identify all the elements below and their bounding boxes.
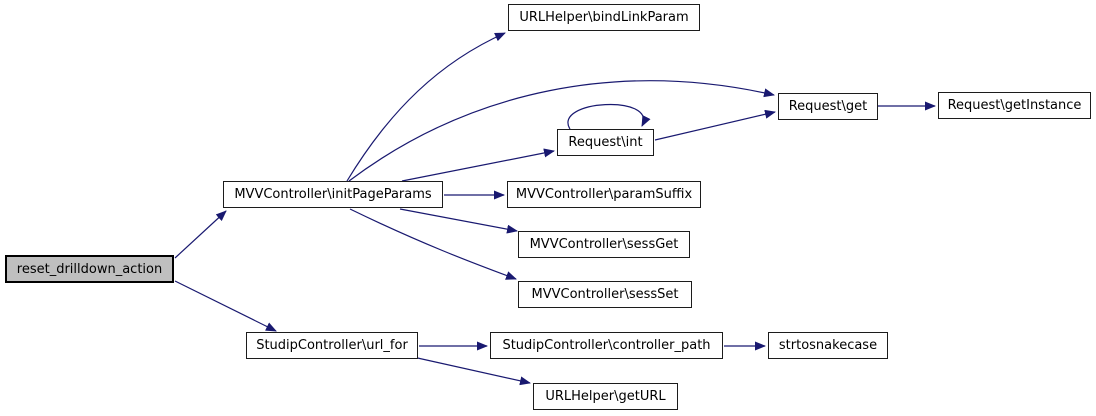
edge-reset-drilldown-action-to-url-for: [174, 280, 277, 332]
edge-init-page-params-to-bind-link-param: [346, 32, 506, 182]
graph-node-url-for[interactable]: StudipController\url_for: [246, 332, 418, 359]
edge-init-page-params-to-sess-get: [399, 208, 518, 234]
edge-init-page-params-to-sess-set: [349, 208, 517, 280]
graph-node-sess-get[interactable]: MVVController\sessGet: [518, 231, 690, 258]
graph-node-strtosnakecase[interactable]: strtosnakecase: [768, 332, 888, 359]
edge-init-page-params-to-request-int: [401, 148, 555, 182]
graph-node-sess-set[interactable]: MVVController\sessSet: [518, 281, 692, 308]
graph-node-param-suffix[interactable]: MVVController\paramSuffix: [507, 181, 701, 208]
graph-node-get-url[interactable]: URLHelper\getURL: [533, 383, 678, 410]
graph-node-controller-path[interactable]: StudipController\controller_path: [490, 332, 723, 359]
edge-url-for-to-get-url: [412, 356, 531, 386]
graph-node-init-page-params[interactable]: MVVController\initPageParams: [223, 181, 443, 208]
edge-reset-drilldown-action-to-init-page-params: [174, 210, 227, 259]
graph-node-request-get-instance[interactable]: Request\getInstance: [938, 92, 1091, 119]
edge-request-int-to-request-get: [654, 109, 776, 141]
call-edges: [174, 32, 936, 386]
graph-node-request-int[interactable]: Request\int: [557, 129, 654, 156]
graph-node-request-get[interactable]: Request\get: [778, 93, 878, 120]
edge-request-int-to-request-int: [567, 104, 651, 130]
graph-node-bind-link-param[interactable]: URLHelper\bindLinkParam: [508, 4, 700, 31]
graph-node-reset-drilldown-action: reset_drilldown_action: [5, 255, 174, 283]
